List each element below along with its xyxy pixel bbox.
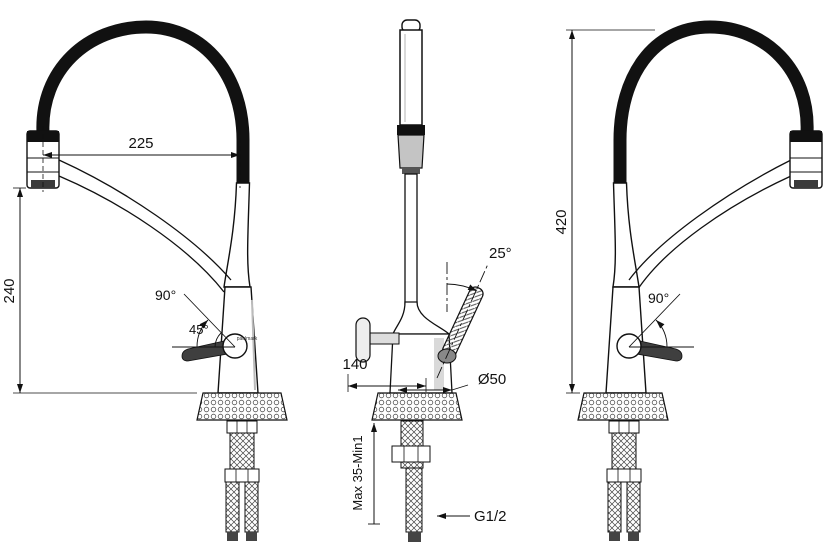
- angle-annotations-left: 90° 45°: [155, 287, 236, 348]
- base-flange: [196, 392, 288, 421]
- locknut-right: [608, 420, 640, 434]
- angle-ref-diagonal-right: [628, 293, 681, 348]
- handle-pivot: [222, 333, 248, 359]
- hose-fitting-left: [227, 532, 238, 541]
- right-view: 90° 420: [553, 20, 823, 541]
- front-view: 25° 140 Ø50: [342, 19, 512, 542]
- base-flange-right: [577, 392, 669, 421]
- locknut: [226, 420, 258, 434]
- angle-arc-90-right: [655, 319, 668, 348]
- spout-arm: [58, 159, 232, 281]
- handle-lever-right: [630, 338, 683, 362]
- spout-arm-right: [628, 159, 792, 281]
- angle-ref-diagonal: [183, 293, 236, 348]
- body-shade: [251, 299, 256, 391]
- hose-fitting-right: [246, 532, 257, 541]
- angle-annotation-25: 25°: [436, 245, 512, 379]
- dim-label-140: 140: [342, 356, 367, 373]
- spout-head-right: [789, 130, 823, 189]
- handle-lever: [181, 338, 234, 362]
- mounting-nut-front: [391, 445, 431, 463]
- dimension-mount-thickness: Max 35-Min1: [350, 423, 380, 525]
- side-lever: [355, 317, 371, 363]
- hose-fitting-right-1: [609, 532, 620, 541]
- mounting-nut: [224, 468, 260, 483]
- angle-arc-45: [214, 332, 222, 348]
- angle-arc-90: [196, 319, 209, 348]
- threaded-shank: [229, 432, 255, 470]
- dimension-140: 140: [342, 356, 427, 392]
- swivel-angle-label: 90°: [155, 287, 176, 303]
- dim-label-d50: Ø50: [478, 371, 506, 388]
- hose-fitting-right-2: [628, 532, 639, 541]
- left-view: paulmark 90° 45°: [1, 20, 288, 541]
- mount-thickness-label: Max 35-Min1: [350, 435, 365, 510]
- thread-callout: G1/2: [437, 508, 507, 525]
- hose-column: [399, 29, 423, 126]
- dim-label-420: 420: [553, 209, 570, 234]
- spout-head-right-collar: [790, 131, 822, 142]
- braided-hose-right-1: [607, 481, 622, 533]
- thread-label: G1/2: [474, 508, 507, 525]
- flange-front-knurl: [371, 392, 463, 421]
- dim-label-225: 225: [128, 135, 153, 152]
- brand-label: paulmark: [237, 336, 258, 342]
- mounting-nut-right: [606, 468, 642, 483]
- dimension-420: 420: [553, 29, 655, 394]
- hose-arc-right: [613, 20, 814, 183]
- dim-label-240: 240: [1, 278, 18, 303]
- aerator-right: [794, 180, 818, 188]
- dimension-diameter: Ø50: [398, 371, 506, 393]
- dimension-240: 240: [1, 187, 197, 394]
- riser-front: [404, 173, 418, 305]
- hose-arc: [36, 20, 250, 183]
- leader-d50: [451, 384, 469, 391]
- base-flange-front: [371, 392, 463, 421]
- braided-hose-right: [244, 481, 259, 533]
- side-lever-arm: [368, 332, 400, 345]
- braided-hose-front: [405, 467, 423, 533]
- spout-arm-right-inner: [635, 175, 792, 293]
- mounting-hardware: [224, 420, 260, 541]
- spout-collar-front: [397, 125, 425, 135]
- angle-label-25: 25°: [489, 245, 512, 262]
- spout-arm-inner: [58, 175, 225, 293]
- mounting-hardware-front: [391, 420, 431, 542]
- flange-right-knurl: [577, 392, 669, 421]
- braided-hose-right-2: [626, 481, 641, 533]
- threaded-shank-right: [611, 432, 637, 470]
- main-handle: [442, 286, 484, 358]
- riser-tube: [223, 182, 251, 288]
- flange-knurl: [196, 392, 288, 421]
- dimension-225: 225: [42, 126, 241, 192]
- handle-pivot-right: [616, 333, 642, 359]
- swivel-angle-right-label: 90°: [648, 290, 669, 306]
- braided-hose-left: [225, 481, 240, 533]
- hose-fitting-front: [408, 532, 421, 542]
- angle-annotation-right: 90°: [628, 290, 694, 348]
- body-shade-front: [434, 338, 444, 390]
- main-handle-group: [442, 286, 484, 358]
- body-cone: [392, 301, 451, 335]
- handle-tilt-label: 45°: [189, 322, 209, 337]
- spout-head-front: [397, 134, 425, 169]
- angle-arc-25: [446, 283, 478, 292]
- aerator-front: [402, 168, 420, 174]
- mounting-hardware-right: [606, 420, 642, 541]
